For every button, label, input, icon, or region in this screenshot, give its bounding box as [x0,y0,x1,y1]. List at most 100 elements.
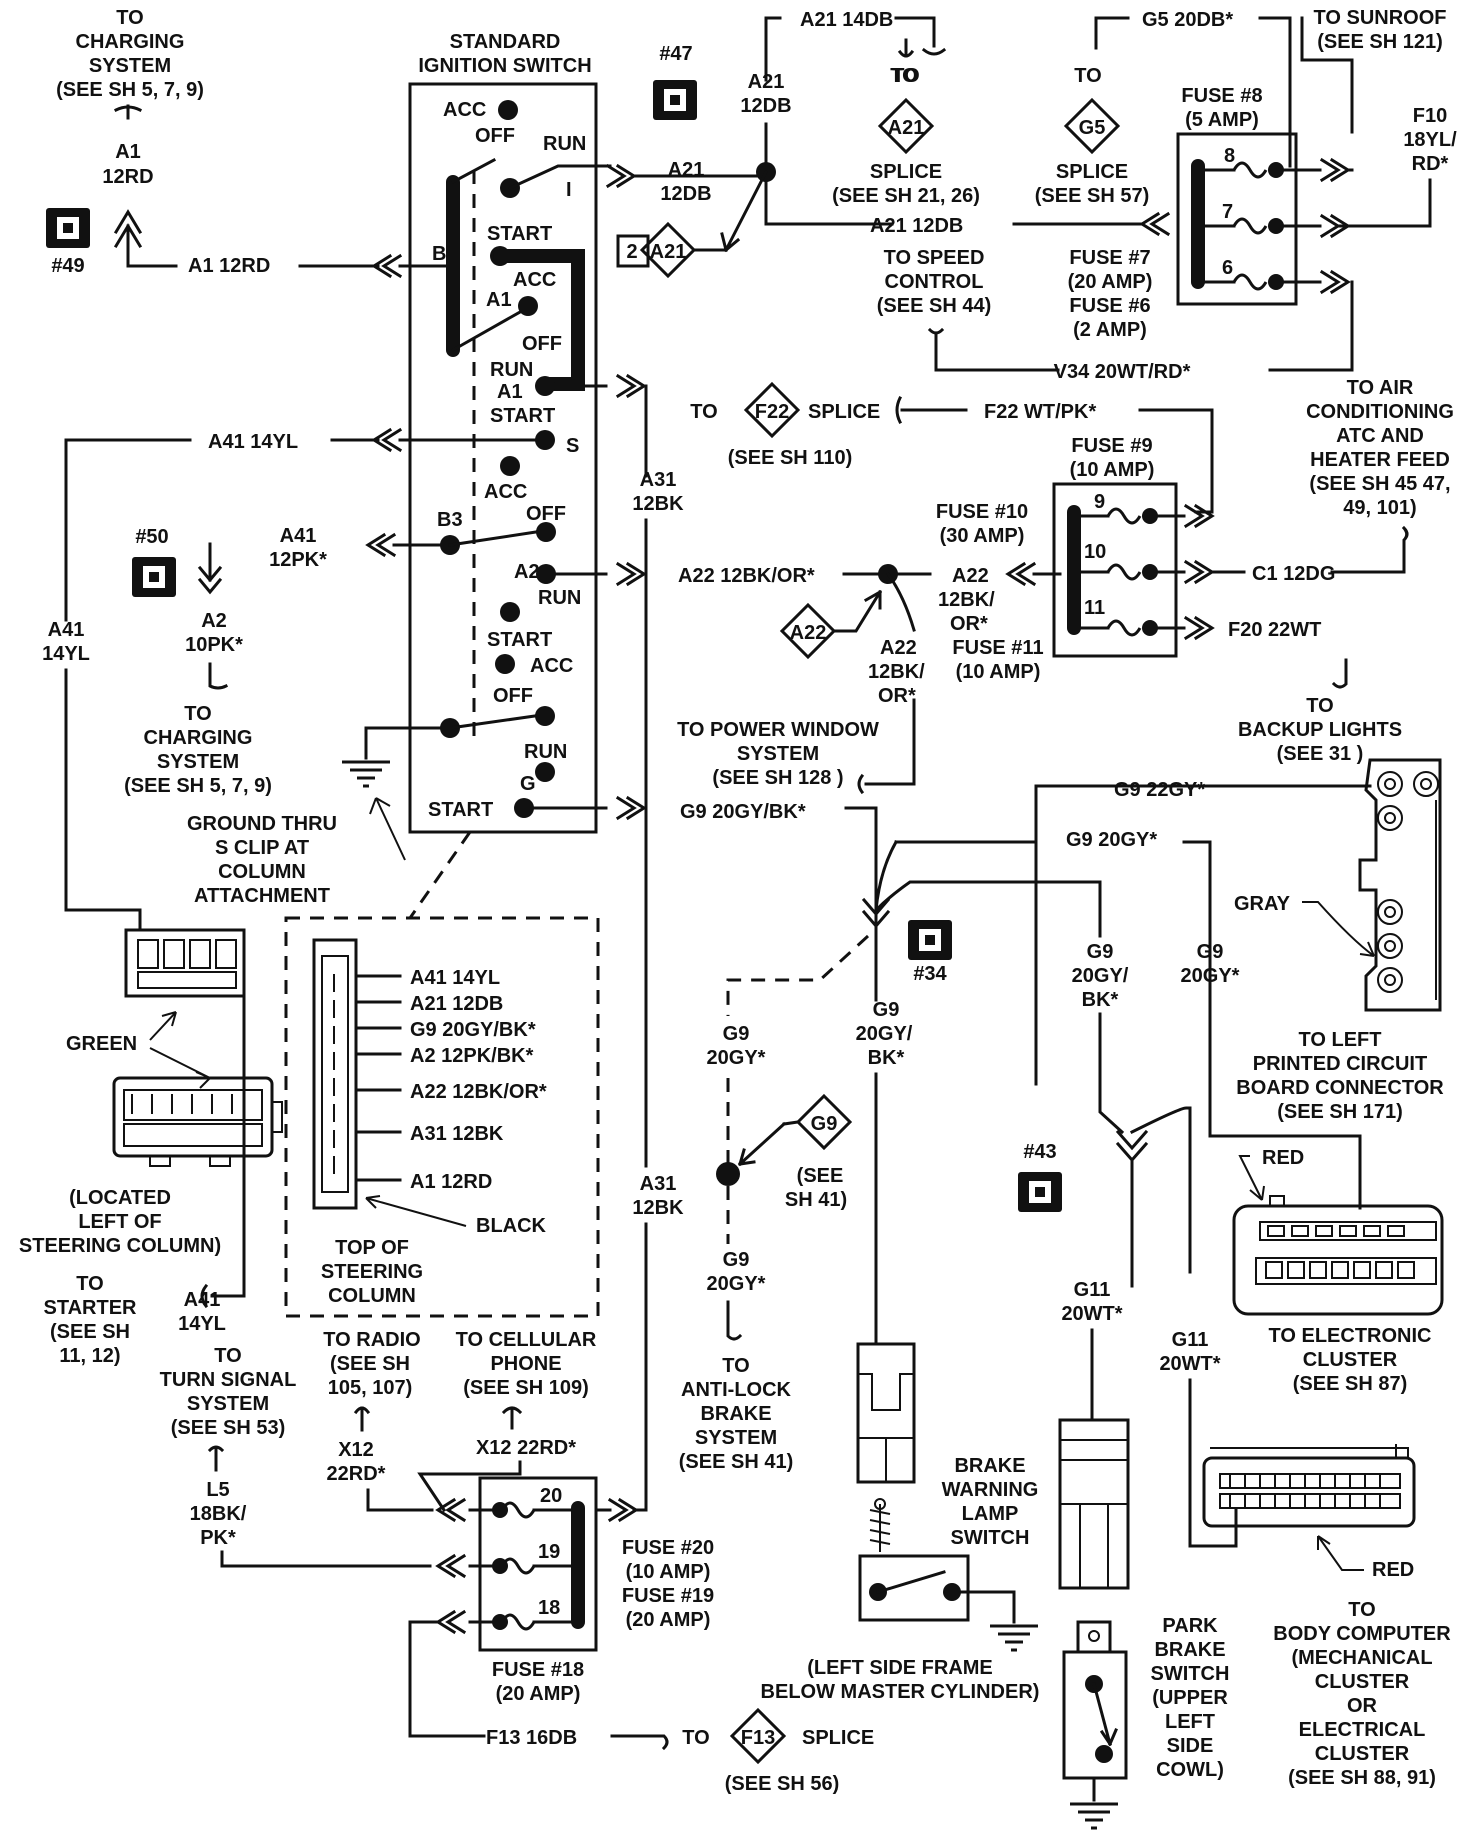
svg-text:S CLIP AT: S CLIP AT [215,837,309,859]
green-connector-top [124,928,246,998]
fuse-8-label: FUSE #8 (5 AMP) [1181,85,1262,131]
switch-start-2: START [490,405,555,427]
svg-text:ANTI-LOCK: ANTI-LOCK [681,1379,792,1401]
wire-g9-bk-right-color: BK* [1082,989,1119,1011]
svg-text:ELECTRICAL: ELECTRICAL [1299,1719,1426,1741]
wire-a31-lower: A31 [640,1173,677,1195]
wire-a22-down-gauge: 12BK/ [868,661,925,683]
svg-text:TO RADIO: TO RADIO [323,1329,420,1351]
svg-text:FUSE #18: FUSE #18 [492,1659,584,1681]
wire-a21-vert: A21 [748,71,785,93]
wire-g5-20db: G5 20DB* [1142,9,1233,31]
svg-text:CHARGING: CHARGING [144,727,253,749]
svg-text:(SEE SH 5, 7, 9): (SEE SH 5, 7, 9) [124,775,272,797]
svg-text:FUSE #8: FUSE #8 [1181,85,1262,107]
svg-text:PRINTED CIRCUIT: PRINTED CIRCUIT [1253,1053,1427,1075]
fuse-11-label: FUSE #11 (10 AMP) [952,637,1043,683]
svg-text:ATTACHMENT: ATTACHMENT [194,885,330,907]
wire-c1: C1 12DG [1252,563,1335,585]
ignition-switch-title: STANDARD IGNITION SWITCH [418,31,591,77]
ground-47-icon [653,80,697,120]
svg-text:FUSE #9: FUSE #9 [1071,435,1152,457]
svg-text:TO: TO [1348,1599,1375,1621]
splice-f22-label: SPLICE [808,401,880,423]
svg-text:(SEE SH 88, 91): (SEE SH 88, 91) [1288,1767,1436,1789]
svg-text:CHARGING: CHARGING [76,31,185,53]
body-computer-connector [1202,1444,1416,1528]
fuse-7-6-label: FUSE #7 (20 AMP) FUSE #6 (2 AMP) [1068,247,1153,341]
wire-g9-20gy: G9 20GY* [1066,829,1157,851]
splice-g5: G5 [1063,97,1121,155]
svg-text:(LEFT SIDE FRAME: (LEFT SIDE FRAME [807,1657,993,1679]
wire-a31-upper: A31 [640,469,677,491]
ground-43-label: #43 [1023,1141,1056,1163]
switch-start-3: START [487,629,552,651]
switch-off-1: OFF [475,125,515,147]
wire-a31-upper-gauge: 12BK [632,493,684,515]
fuse-num-19: 19 [538,1541,560,1563]
sunroof-label: TO SUNROOF (SEE SH 121) [1314,7,1447,53]
svg-text:CLUSTER: CLUSTER [1303,1349,1398,1371]
anti-lock-label: TO ANTI-LOCK BRAKE SYSTEM (SEE SH 41) [679,1355,793,1473]
wire-v34: V34 20WT/RD* [1054,361,1191,383]
wire-g9-bk-mid-gauge: 20GY/ [856,1023,913,1045]
switch-a1-label: A1 [486,289,512,311]
svg-text:LEFT OF: LEFT OF [78,1211,161,1233]
left-pcb-label: TO LEFT PRINTED CIRCUIT BOARD CONNECTOR … [1236,1029,1444,1123]
located-label: (LOCATED LEFT OF STEERING COLUMN) [19,1187,221,1257]
svg-text:(20 AMP): (20 AMP) [496,1683,581,1705]
svg-text:STEERING COLUMN): STEERING COLUMN) [19,1235,221,1257]
wire-g9-right-gauge: 20GY* [1181,965,1240,987]
splice-f22-see: (SEE SH 110) [728,447,853,469]
wire-a31-lower-gauge: 12BK [632,1197,684,1219]
switch-acc-4: ACC [530,655,573,677]
ground-34-icon [908,920,952,960]
svg-text:TO LEFT: TO LEFT [1299,1029,1382,1051]
power-window-label: TO POWER WINDOW SYSTEM (SEE SH 128 ) [677,719,879,789]
switch-i-label: I [566,179,572,201]
svg-text:SPLICE: SPLICE [1056,161,1128,183]
svg-text:PK*: PK* [200,1527,236,1549]
switch-bus-a1 [493,249,585,391]
electronic-cluster-label: TO ELECTRONIC CLUSTER (SEE SH 87) [1269,1325,1432,1395]
wire-a21-14db: A21 14DB [800,9,893,31]
switch-s-label: S [566,435,579,457]
svg-text:BOARD CONNECTOR: BOARD CONNECTOR [1236,1077,1444,1099]
brake-warning-switch-icon [858,1498,970,1622]
cellular-label: TO CELLULAR PHONE (SEE SH 109) [456,1329,597,1399]
svg-text:LEFT: LEFT [1165,1711,1215,1733]
svg-text:G9: G9 [811,1113,838,1135]
wire-f10-label: F10 18YL/ RD* [1403,105,1457,175]
gray-label: GRAY [1234,893,1291,915]
ground-49-label: #49 [51,255,84,277]
wire-a1-gauge: 12RD [102,166,153,188]
wire-a22-right-gauge: 12BK/ [938,589,995,611]
wire-a41-14yl: A41 14YL [208,431,298,453]
svg-text:(5 AMP): (5 AMP) [1185,109,1259,131]
connector-pin-labels: A41 14YL A21 12DB G9 20GY/BK* A2 12PK/BK… [410,967,547,1193]
wire-g9-bk-right: G9 [1087,941,1114,963]
svg-text:(SEE SH 21, 26): (SEE SH 21, 26) [832,185,980,207]
wire-a21-vert-gauge: 12DB [740,95,791,117]
fuse-block-9-10-11 [1052,482,1178,658]
splice-g9: G9 [795,1093,853,1151]
switch-acc-3: ACC [484,481,527,503]
svg-text:A21: A21 [888,117,925,139]
svg-text:FUSE #6: FUSE #6 [1069,295,1150,317]
svg-text:(SEE SH 171): (SEE SH 171) [1277,1101,1403,1123]
wire-x12-right: X12 22RD* [476,1437,576,1459]
splice-a21-top-label: SPLICE (SEE SH 21, 26) [832,161,980,207]
ground-47-label: #47 [659,43,692,65]
svg-text:(SEE SH 53): (SEE SH 53) [171,1417,285,1439]
svg-text:IGNITION SWITCH: IGNITION SWITCH [418,55,591,77]
svg-text:F22: F22 [755,401,789,423]
svg-text:CLUSTER: CLUSTER [1315,1671,1410,1693]
wire-a22-right: A22 [952,565,989,587]
radio-label: TO RADIO (SEE SH 105, 107) [323,1329,420,1399]
park-brake-connector [1058,1418,1130,1590]
splice-f13: F13 [729,1707,787,1765]
svg-text:(SEE SH 5, 7, 9): (SEE SH 5, 7, 9) [56,79,204,101]
svg-text:(10 AMP): (10 AMP) [626,1561,711,1583]
to-f22: TO [690,401,717,423]
svg-text:TO: TO [76,1273,103,1295]
